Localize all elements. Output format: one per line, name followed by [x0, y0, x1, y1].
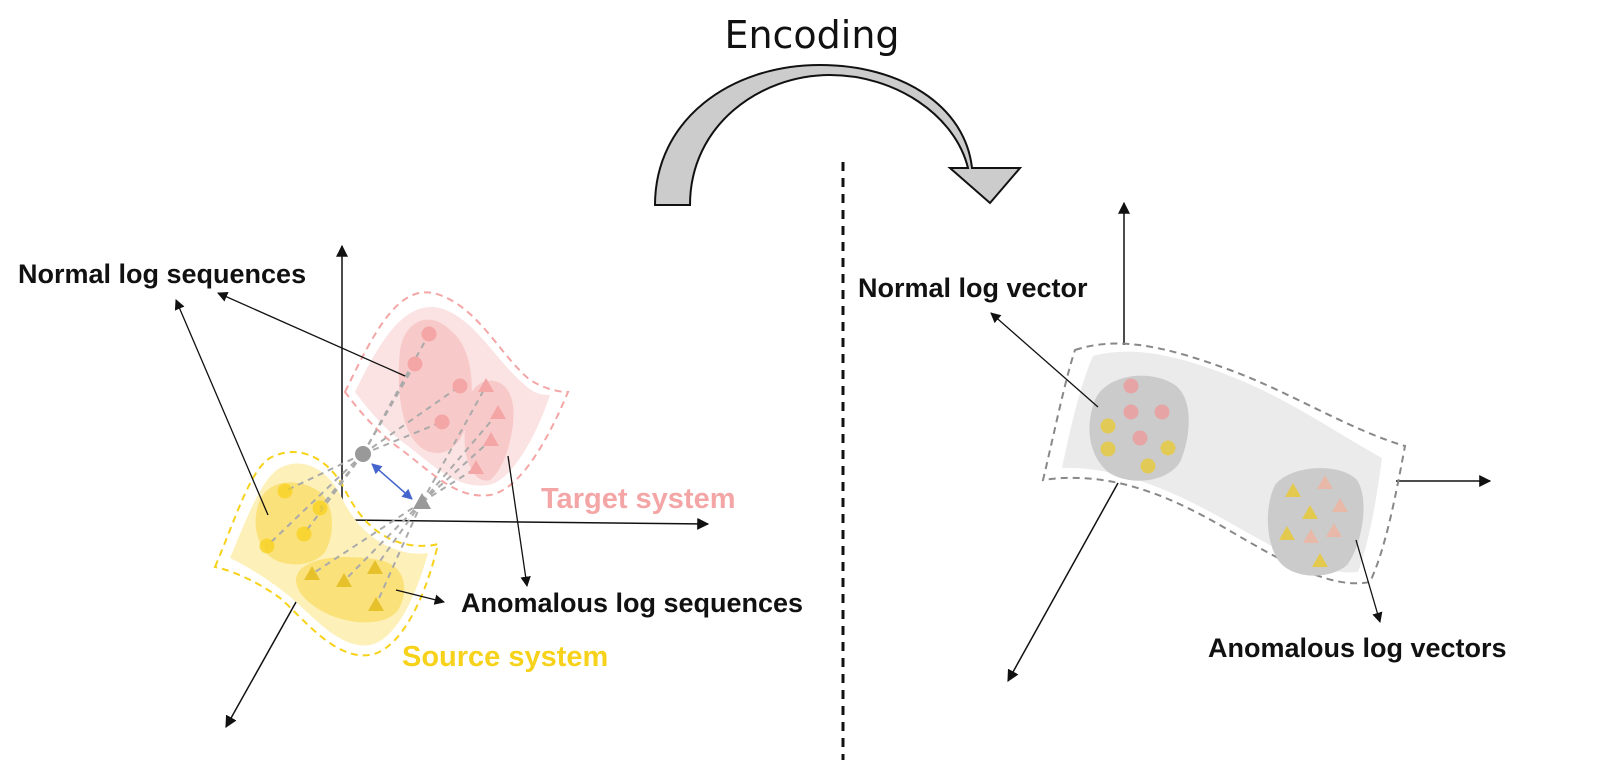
right-label-pointers — [990, 312, 1383, 623]
source-normal-point — [312, 500, 328, 516]
target-anomalous-point — [478, 378, 494, 392]
left-label-pointers — [174, 292, 531, 605]
target-normal-point — [407, 356, 423, 372]
anomalous-log-vectors-label: Anomalous log vectors — [1208, 633, 1507, 663]
encoding-curved-arrow — [653, 63, 1023, 206]
source-normal-points — [259, 483, 328, 554]
normal-vector-cluster — [1089, 375, 1189, 481]
target-anomalous-point — [483, 432, 499, 446]
anomalous-log-sequences-label: Anomalous log sequences — [461, 588, 803, 618]
source-normal-point — [277, 483, 293, 499]
source-anomalous-point — [304, 566, 320, 580]
target-anomalous-point — [468, 460, 484, 474]
normal-centroid — [355, 446, 371, 462]
source-system-label: Source system — [402, 641, 608, 673]
target-system-label: Target system — [541, 483, 736, 515]
projection-lines — [266, 333, 499, 606]
target-normal-point — [434, 414, 450, 430]
anomalous-vector-cluster — [1267, 468, 1364, 576]
source-anomalous-point — [368, 597, 384, 611]
target-normal-point — [452, 378, 468, 394]
source-system-region — [213, 451, 440, 657]
anomalous-centroid — [413, 493, 431, 509]
right-axes — [1007, 201, 1492, 683]
target-normal-points — [407, 326, 468, 430]
target-anomalous-points — [468, 378, 506, 474]
target-system-region — [343, 291, 570, 497]
source-anomalous-points — [304, 560, 384, 611]
target-anomalous-point — [490, 405, 506, 419]
source-normal-point — [296, 526, 312, 542]
encoding-title: Encoding — [724, 13, 899, 57]
target-normal-point — [421, 326, 437, 342]
normal-log-vector-label: Normal log vector — [858, 273, 1088, 303]
normal-log-sequences-label: Normal log sequences — [18, 259, 306, 289]
source-anomalous-point — [367, 560, 383, 574]
centroid-distance-arrow — [371, 463, 413, 500]
source-anomalous-point — [336, 573, 352, 587]
source-normal-point — [259, 538, 275, 554]
